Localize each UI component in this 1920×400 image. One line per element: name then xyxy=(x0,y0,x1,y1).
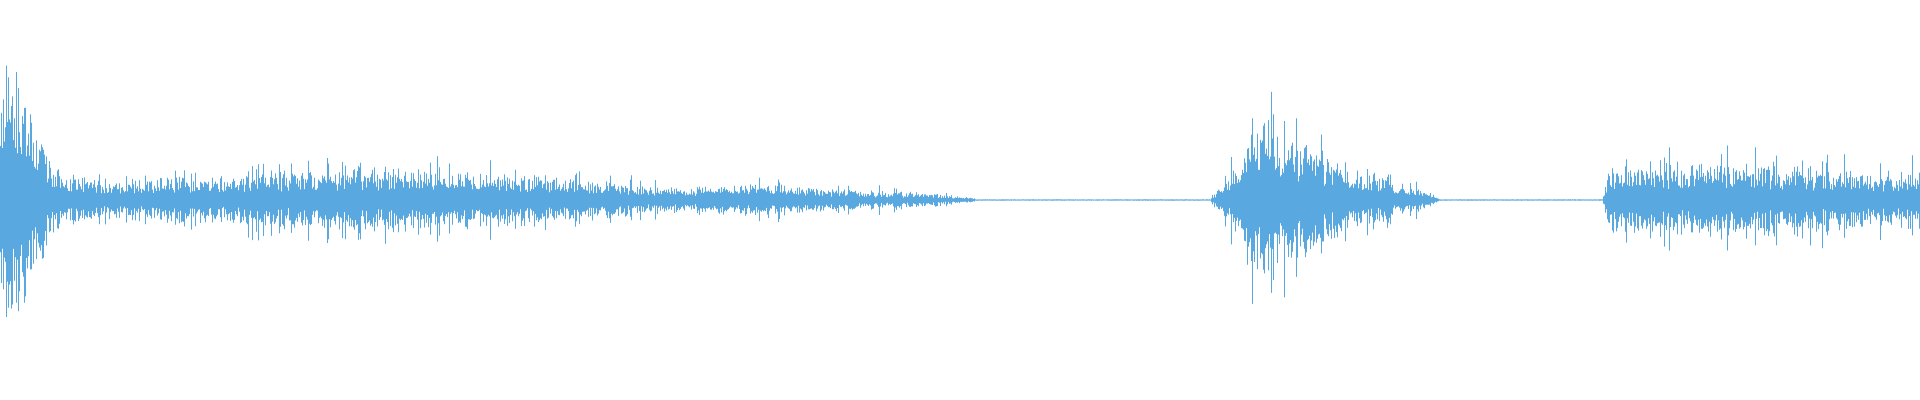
waveform-samples xyxy=(0,65,1920,317)
waveform-path xyxy=(0,65,1920,317)
